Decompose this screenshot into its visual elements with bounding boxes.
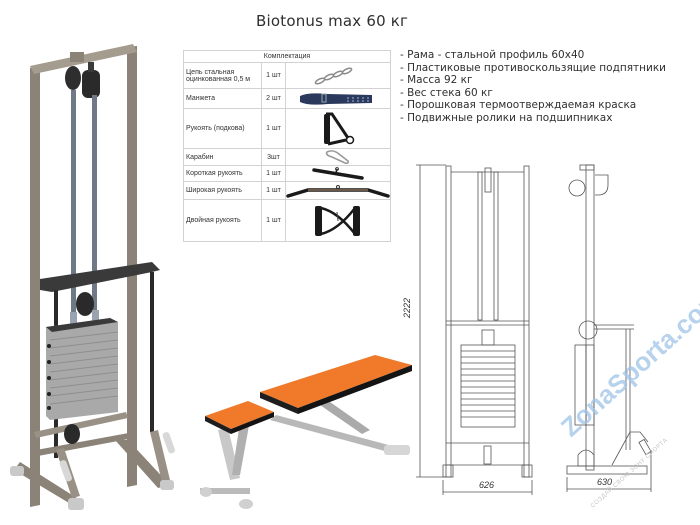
table-row: Двойная рукоять 1 шт <box>183 199 392 242</box>
kit-table: Комплектация Цепь стальная оцинкованная … <box>183 50 392 242</box>
table-row: Цепь стальная оцинкованная 0,5 м 1 шт <box>183 62 392 89</box>
spec-list: - Рама - стальной профиль 60х40 - Пласти… <box>400 49 666 125</box>
front-width-dimension: 626 <box>479 480 495 490</box>
chain-icon <box>314 66 353 85</box>
machine-render <box>10 44 176 510</box>
table-row: Короткая рукоять 1 шт <box>183 165 392 182</box>
wide-bar-icon <box>286 184 390 198</box>
table-row: Широкая рукоять 1 шт <box>183 181 392 200</box>
spec-item: - Подвижные ролики на подшипниках <box>400 111 613 124</box>
stirrup-handle-icon <box>323 112 355 145</box>
short-bar-icon <box>312 166 364 180</box>
spec-item: - Пластиковые противоскользящие подпятни… <box>400 61 666 74</box>
table-row: Карабин 3шт <box>183 148 392 166</box>
spec-item: - Рама - стальной профиль 60х40 <box>400 49 585 61</box>
spec-item: - Масса 92 кг <box>400 74 473 87</box>
spec-item: - Вес стека 60 кг <box>400 86 493 99</box>
ankle-cuff-icon <box>299 92 372 105</box>
watermark-slogan: СОЗДАЙ СВОЮ ЗОНУ СПОРТА <box>590 437 670 510</box>
carabiner-icon <box>325 150 349 165</box>
watermark-brand: ZonaSporta.com <box>555 282 700 443</box>
side-depth-dimension: 630 <box>597 477 613 487</box>
kit-table-title: Комплектация <box>183 50 391 63</box>
spec-item: - Порошковая термоотверждаемая краска <box>400 99 637 112</box>
height-dimension: 2222 <box>402 297 412 318</box>
double-handle-icon <box>314 205 360 236</box>
page-title: Biotonus max 60 кг <box>256 12 409 30</box>
table-row: Рукоять (подкова) 1 шт <box>183 108 392 149</box>
table-row: Манжета 2 шт <box>183 88 392 109</box>
